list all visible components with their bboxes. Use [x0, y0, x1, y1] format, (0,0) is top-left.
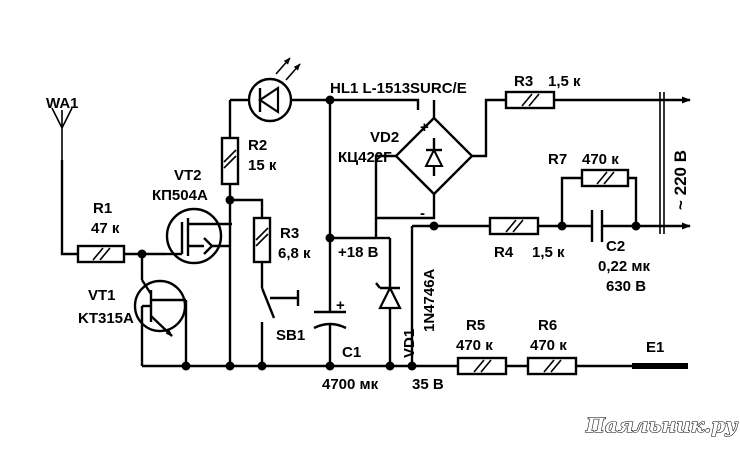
- resistor-r7: [560, 168, 638, 226]
- resistor-r4: [434, 216, 562, 236]
- r3-value: 6,8 к: [278, 245, 311, 262]
- vt1-type: KT315A: [78, 310, 134, 327]
- mains-terminals: [659, 92, 665, 234]
- switch-sb1: [260, 287, 300, 366]
- r6-value: 470 к: [530, 337, 567, 354]
- rail-18v: [328, 100, 378, 312]
- capacitor-c1: [313, 310, 347, 366]
- vd1-type: 1N4746A: [421, 268, 438, 332]
- hl1-label: HL1 L-1513SURC/E: [330, 80, 467, 97]
- vd2-type: КЦ422Г: [338, 149, 392, 166]
- zener-vd1: [375, 236, 402, 366]
- rail-18v-label: +18 В: [338, 244, 379, 261]
- resistor-r3-mains: [504, 90, 691, 110]
- c1-label: C1: [342, 344, 361, 361]
- c1-plus: +: [336, 297, 345, 314]
- bridge-vd2: [330, 98, 506, 220]
- r6-label: R6: [538, 317, 557, 334]
- led-hl1: [230, 57, 330, 123]
- c2-label: C2: [606, 238, 625, 255]
- transistor-vt1: [133, 254, 188, 366]
- transistor-vt2: [165, 200, 232, 366]
- watermark: Паяльник.ру: [585, 413, 738, 437]
- c1-value: 4700 мк: [322, 376, 379, 393]
- c2-voltage: 630 В: [606, 278, 646, 295]
- capacitor-c2: [562, 210, 691, 242]
- c1-voltage: 35 В: [412, 376, 444, 393]
- r7-value: 470 к: [582, 151, 619, 168]
- c2-value: 0,22 мк: [598, 258, 650, 275]
- r2-value: 15 к: [248, 157, 277, 174]
- r4-label: R4: [494, 244, 514, 261]
- resistor-r3: [230, 198, 272, 288]
- vt2-label: VT2: [174, 167, 202, 184]
- vd2-label: VD2: [370, 129, 399, 146]
- resistor-r2: [220, 100, 240, 200]
- resistor-r6: [526, 356, 632, 376]
- bridge-plus: +: [420, 119, 429, 136]
- antenna-wa1: [51, 107, 78, 256]
- sb1-label: SB1: [276, 327, 305, 344]
- r5-label: R5: [466, 317, 485, 334]
- r5-value: 470 к: [456, 337, 493, 354]
- r3-label: R3: [280, 225, 299, 242]
- r3-mains-value: 1,5 к: [548, 73, 581, 90]
- e1-label: E1: [646, 339, 664, 356]
- resistor-r5: [456, 356, 528, 376]
- resistor-r1: [76, 244, 166, 264]
- wa1-label: WA1: [46, 95, 79, 112]
- r2-label: R2: [248, 137, 267, 154]
- vt1-label: VT1: [88, 287, 116, 304]
- mains-label: ~ 220 В: [671, 150, 690, 210]
- vd1-label: VD1: [401, 329, 418, 358]
- r4-value: 1,5 к: [532, 244, 565, 261]
- ground-rail: [142, 224, 458, 368]
- r1-value: 47 к: [91, 220, 120, 237]
- bridge-minus: -: [420, 205, 425, 222]
- r1-label: R1: [93, 200, 112, 217]
- vt2-type: КП504А: [152, 187, 208, 204]
- r7-label: R7: [548, 151, 567, 168]
- r3-mains-label: R3: [514, 73, 533, 90]
